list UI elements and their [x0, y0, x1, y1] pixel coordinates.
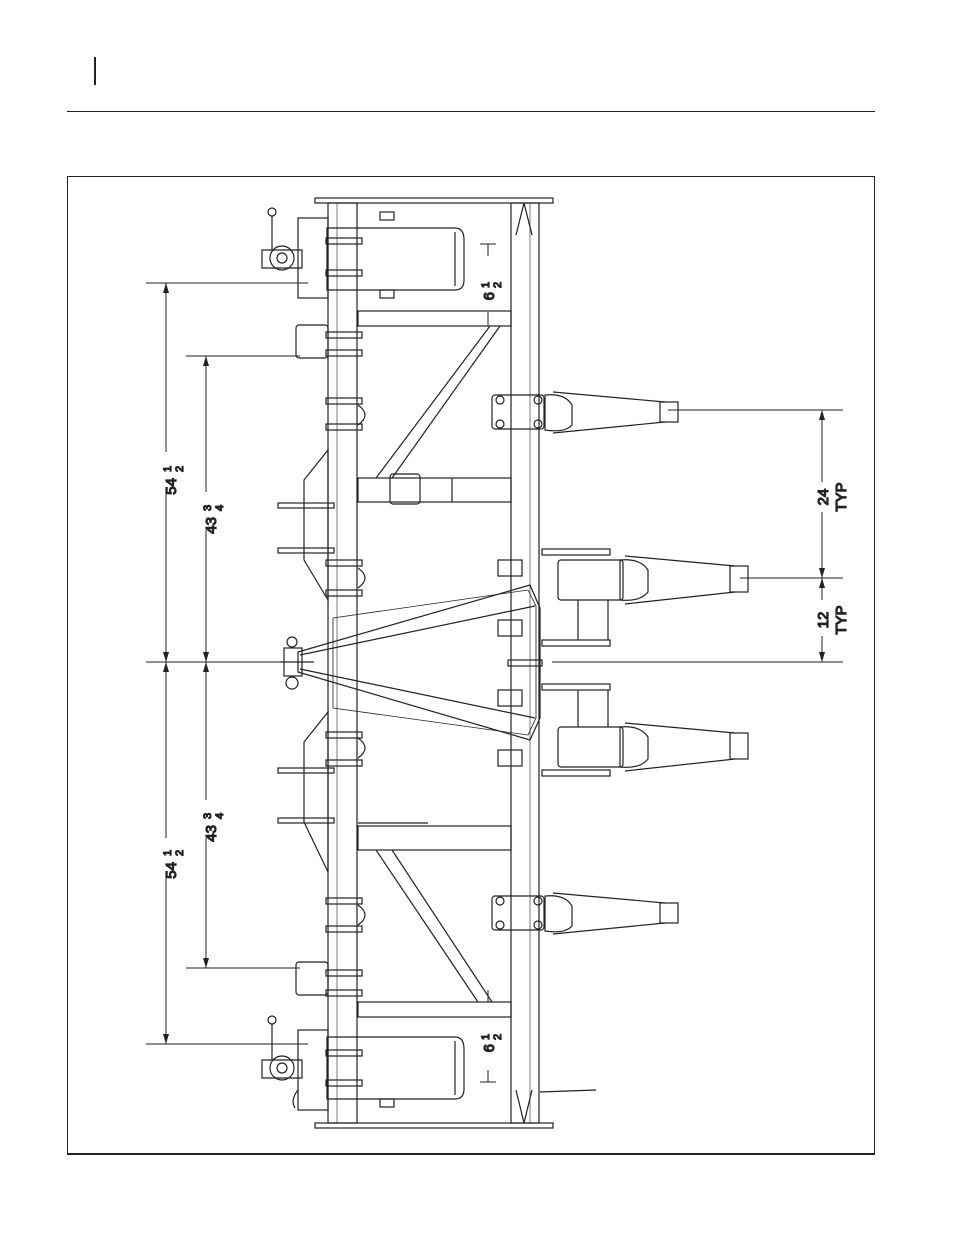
left-dimension-arrows	[163, 283, 209, 1044]
svg-text:12: 12	[815, 612, 832, 629]
dim-bottom-gap: 6 1 2	[480, 1034, 504, 1052]
svg-text:2: 2	[492, 282, 504, 288]
svg-text:1: 1	[162, 850, 174, 856]
svg-text:43: 43	[203, 825, 220, 842]
right-dimension-lines	[552, 410, 843, 662]
svg-text:2: 2	[174, 850, 186, 856]
dim-left-upper-inner: 43 3 4	[202, 505, 226, 534]
front-toolbar	[328, 203, 357, 1123]
dim-left-lower-inner: 43 3 4	[202, 813, 226, 842]
center-tube-lower	[358, 826, 511, 850]
svg-text:4: 4	[214, 813, 226, 819]
svg-text:43: 43	[203, 517, 220, 534]
gauge-wheel-top	[262, 208, 464, 298]
rear-clamps	[498, 203, 596, 1123]
hitch-frame	[298, 585, 540, 740]
svg-text:2: 2	[174, 466, 186, 472]
svg-text:2: 2	[492, 1034, 504, 1040]
bottom-end-plate	[315, 1123, 553, 1128]
svg-text:6: 6	[481, 292, 498, 300]
dim-right-lower: 12 TYP	[815, 605, 850, 634]
svg-text:TYP: TYP	[833, 605, 850, 634]
svg-text:6: 6	[481, 1044, 498, 1052]
svg-text:4: 4	[214, 505, 226, 511]
row-unit-4	[492, 893, 678, 934]
svg-text:3: 3	[202, 813, 214, 819]
svg-text:54: 54	[163, 862, 180, 879]
row-unit-3	[542, 684, 748, 776]
tie-bar-lower	[358, 1002, 511, 1017]
row-unit-2	[542, 549, 748, 646]
svg-text:3: 3	[202, 505, 214, 511]
rear-toolbar	[511, 203, 539, 1123]
svg-text:24: 24	[815, 489, 832, 506]
dim-left-upper-outer: 54 1 2	[162, 466, 186, 495]
footer-link-2[interactable]	[523, 1170, 560, 1182]
svg-text:1: 1	[480, 1034, 492, 1040]
gauge-wheel-bottom	[262, 1016, 464, 1110]
footer-nav	[0, 1170, 954, 1184]
gap-dimension-marks	[480, 244, 496, 1082]
dim-right-upper: 24 TYP	[815, 482, 850, 511]
svg-text:TYP: TYP	[833, 482, 850, 511]
row-unit-1	[492, 392, 678, 433]
svg-text:54: 54	[163, 478, 180, 495]
dim-left-lower-outer: 54 1 2	[162, 850, 186, 879]
dim-top-gap: 6 1 2	[480, 282, 504, 300]
svg-text:1: 1	[162, 466, 174, 472]
center-tube-upper	[358, 478, 511, 502]
marker-brackets	[278, 450, 334, 872]
footer-link-1[interactable]	[382, 1170, 506, 1182]
svg-text:1: 1	[480, 282, 492, 288]
top-end-plate	[315, 198, 553, 203]
